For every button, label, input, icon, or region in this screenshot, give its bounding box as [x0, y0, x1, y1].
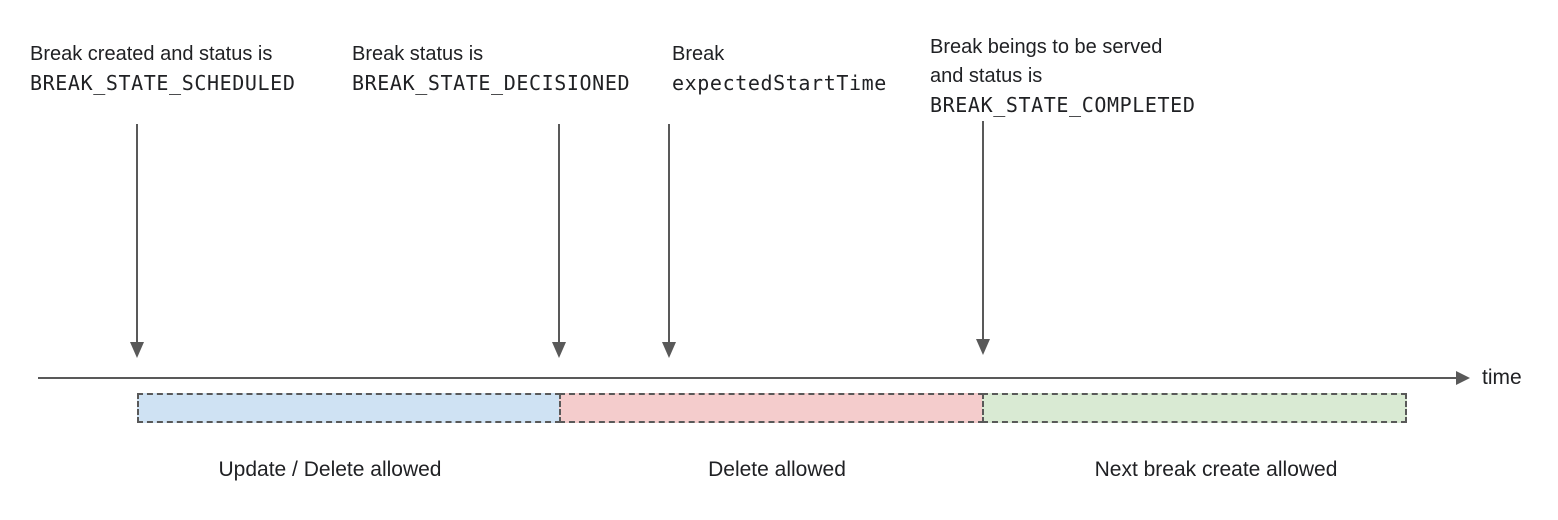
annotation-text: Break — [672, 43, 725, 65]
annotation-code: BREAK_STATE_SCHEDULED — [30, 71, 296, 95]
arrow-head — [552, 342, 566, 358]
time-axis-label: time — [1482, 366, 1522, 389]
annotation-break-decisioned: Break status is BREAK_STATE_DECISIONED — [352, 40, 630, 98]
annotation-text: Break created and status is — [30, 43, 273, 65]
phase-label: Delete allowed — [708, 458, 846, 481]
annotation-text: Break beings to be served — [930, 36, 1163, 58]
annotation-text: and status is — [930, 65, 1043, 87]
arrow-head — [662, 342, 676, 358]
region-delete-allowed — [559, 393, 984, 423]
region-update-delete-allowed — [137, 393, 561, 423]
arrow-shaft — [558, 124, 560, 342]
phase-label: Next break create allowed — [1094, 458, 1338, 481]
region-next-break-create-allowed — [982, 393, 1407, 423]
annotation-code: BREAK_STATE_DECISIONED — [352, 71, 631, 95]
annotation-code: expectedStartTime — [672, 71, 887, 95]
annotation-text: Break status is — [352, 43, 484, 65]
phase-label: Update / Delete allowed — [218, 458, 442, 481]
arrow-head — [976, 339, 990, 355]
arrow-shaft — [982, 121, 984, 339]
annotation-break-created: Break created and status is BREAK_STATE_… — [30, 40, 295, 98]
annotation-code: BREAK_STATE_COMPLETED — [930, 93, 1196, 117]
right-arrow-icon — [1456, 371, 1470, 385]
time-axis-line — [38, 377, 1458, 379]
annotation-break-completed: Break beings to be served and status is … — [930, 33, 1195, 120]
arrow-shaft — [136, 124, 138, 342]
arrow-head — [130, 342, 144, 358]
arrow-shaft — [668, 124, 670, 342]
annotation-expected-start-time: Break expectedStartTime — [672, 40, 887, 98]
